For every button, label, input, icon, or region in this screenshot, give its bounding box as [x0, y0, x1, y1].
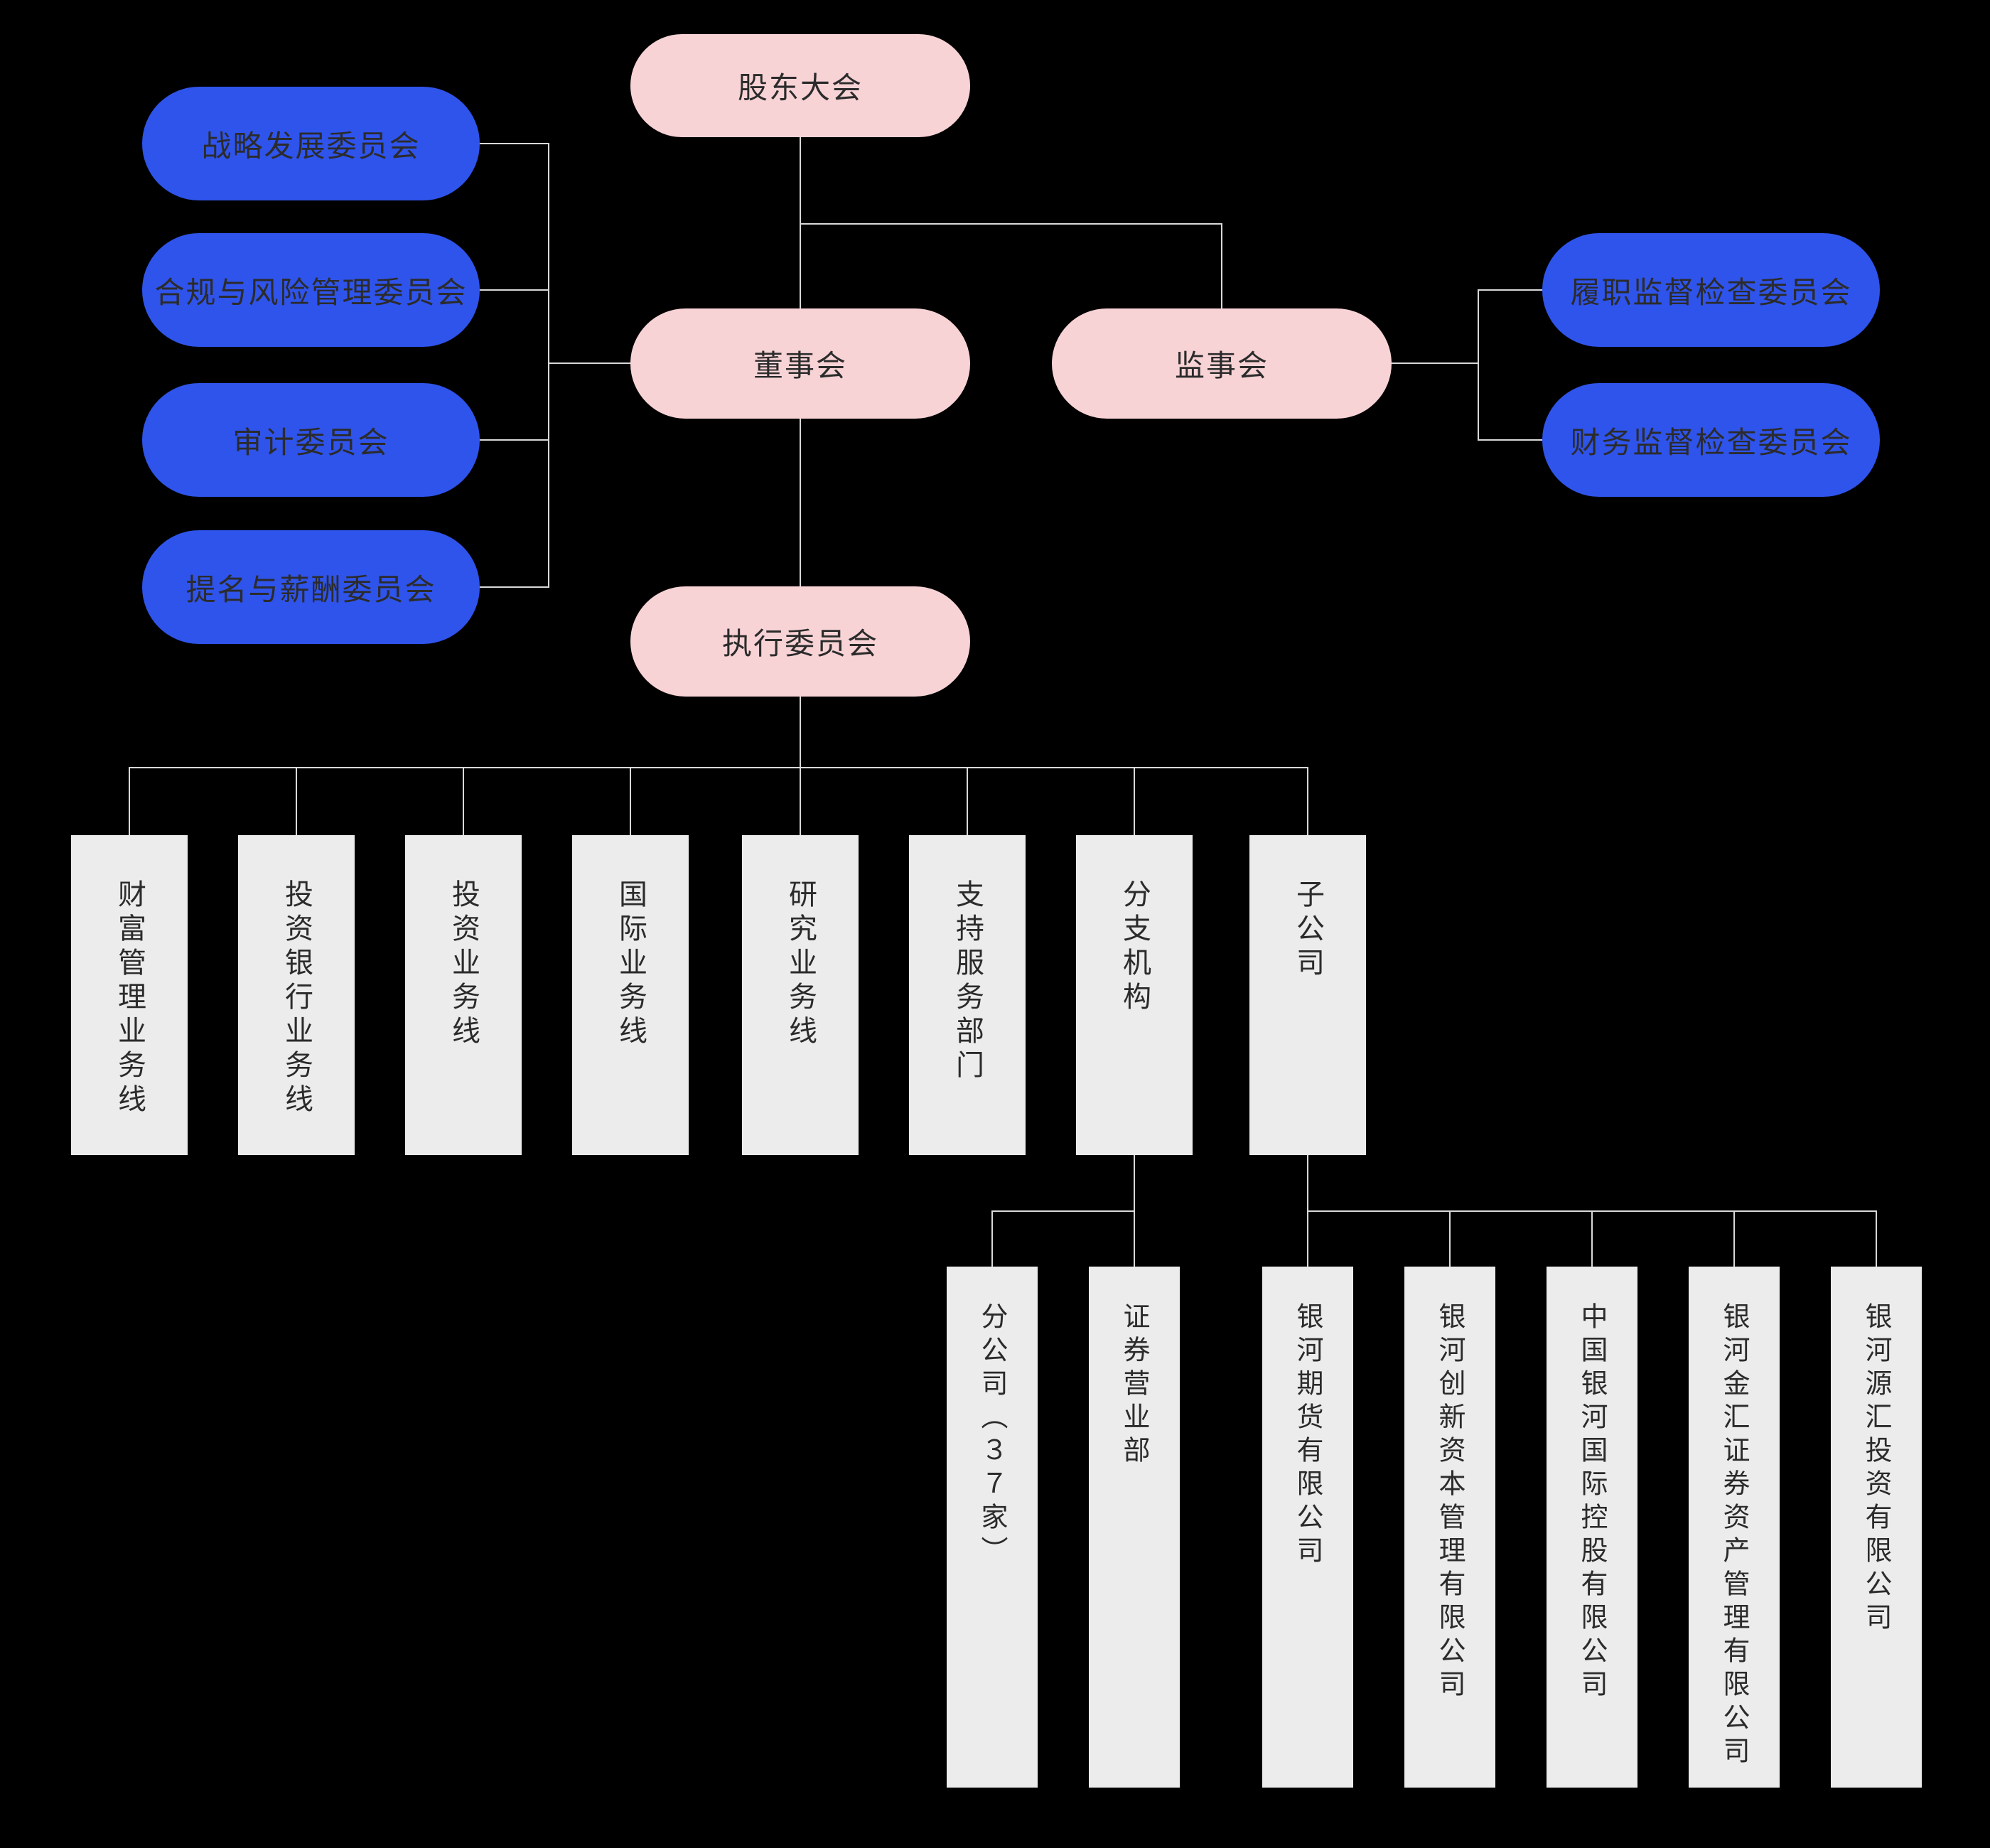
node-galaxy-yuanhui-investment: 银河源汇投资有限公司 — [1831, 1267, 1922, 1788]
node-financial-supervision-committee: 财务监督检查委员会 — [1542, 383, 1880, 497]
connector — [1478, 289, 1479, 441]
connector — [991, 1210, 1135, 1212]
connector — [1876, 1210, 1877, 1267]
node-label: 子公司 — [1291, 879, 1324, 982]
node-international-line: 国际业务线 — [572, 835, 689, 1155]
node-label: 履职监督检查委员会 — [1570, 274, 1852, 310]
connector — [800, 697, 801, 768]
node-executive-committee: 执行委员会 — [630, 586, 970, 697]
connector — [1307, 767, 1308, 836]
node-label: 银河源汇投资有限公司 — [1861, 1302, 1892, 1636]
node-securities-sales-departments: 证券营业部 — [1089, 1267, 1180, 1788]
node-label: 研究业务线 — [784, 879, 817, 1050]
connector — [129, 767, 130, 836]
connector — [1733, 1210, 1735, 1267]
node-label: 投资银行业务线 — [280, 879, 313, 1118]
node-label: 支持服务部门 — [951, 879, 984, 1084]
connector — [1392, 362, 1478, 364]
connector — [480, 586, 549, 588]
connector — [800, 419, 801, 586]
node-investment-banking-line: 投资银行业务线 — [238, 835, 355, 1155]
node-supervisory-board: 监事会 — [1052, 308, 1392, 419]
node-subsidiaries: 子公司 — [1249, 835, 1366, 1155]
node-nomination-compensation-committee: 提名与薪酬委员会 — [142, 530, 480, 644]
node-china-galaxy-international-holdings: 中国银河国际控股有限公司 — [1547, 1267, 1637, 1788]
node-strategy-development-committee: 战略发展委员会 — [142, 87, 480, 200]
node-label: 战略发展委员会 — [201, 128, 421, 163]
node-label: 提名与薪酬委员会 — [185, 571, 436, 607]
node-galaxy-innovation-capital: 银河创新资本管理有限公司 — [1404, 1267, 1495, 1788]
connector — [800, 137, 801, 308]
node-label: 国际业务线 — [614, 879, 647, 1050]
node-label: 银河金汇证券资产管理有限公司 — [1719, 1302, 1750, 1770]
connector — [1478, 439, 1543, 441]
connector — [548, 362, 631, 364]
node-support-service-departments: 支持服务部门 — [909, 835, 1026, 1155]
node-galaxy-jinhui-asset-management: 银河金汇证券资产管理有限公司 — [1689, 1267, 1780, 1788]
node-label: 董事会 — [753, 348, 847, 383]
connector — [1478, 289, 1543, 291]
connector — [800, 223, 1222, 225]
node-label: 投资业务线 — [447, 879, 480, 1050]
node-label: 银河创新资本管理有限公司 — [1434, 1302, 1465, 1703]
node-label: 银河期货有限公司 — [1292, 1302, 1323, 1569]
connector — [480, 143, 549, 144]
node-audit-committee: 审计委员会 — [142, 383, 480, 497]
node-label: 分公司（３７家） — [977, 1302, 1008, 1569]
node-label: 财务监督检查委员会 — [1570, 424, 1852, 460]
node-label: 股东大会 — [737, 70, 863, 105]
node-label: 财富管理业务线 — [113, 879, 146, 1118]
node-label: 执行委员会 — [721, 626, 878, 661]
node-label: 中国银河国际控股有限公司 — [1576, 1302, 1608, 1703]
connector — [1449, 1210, 1451, 1267]
node-branch-institutions: 分支机构 — [1076, 835, 1193, 1155]
node-galaxy-futures: 银河期货有限公司 — [1262, 1267, 1353, 1788]
connector — [480, 439, 549, 441]
node-research-line: 研究业务线 — [742, 835, 859, 1155]
node-label: 审计委员会 — [232, 424, 389, 460]
node-branch-companies-37: 分公司（３７家） — [947, 1267, 1038, 1788]
connector — [1134, 767, 1135, 836]
connector — [967, 767, 968, 836]
connector — [630, 767, 631, 836]
node-wealth-management-line: 财富管理业务线 — [71, 835, 188, 1155]
connector — [991, 1210, 993, 1267]
node-label: 合规与风险管理委员会 — [154, 274, 468, 310]
connector — [463, 767, 464, 836]
connector — [1221, 223, 1222, 308]
node-shareholders-meeting: 股东大会 — [630, 34, 970, 137]
node-investment-line: 投资业务线 — [405, 835, 522, 1155]
node-label: 监事会 — [1174, 348, 1269, 383]
node-label: 分支机构 — [1118, 879, 1151, 1016]
connector — [548, 143, 549, 588]
connector — [129, 767, 1308, 768]
node-board-of-directors: 董事会 — [630, 308, 970, 419]
node-compliance-risk-committee: 合规与风险管理委员会 — [142, 233, 480, 347]
connector — [480, 289, 549, 291]
node-label: 证券营业部 — [1119, 1302, 1150, 1469]
connector — [800, 767, 801, 836]
node-duty-supervision-committee: 履职监督检查委员会 — [1542, 233, 1880, 347]
connector — [296, 767, 297, 836]
connector — [1591, 1210, 1593, 1267]
